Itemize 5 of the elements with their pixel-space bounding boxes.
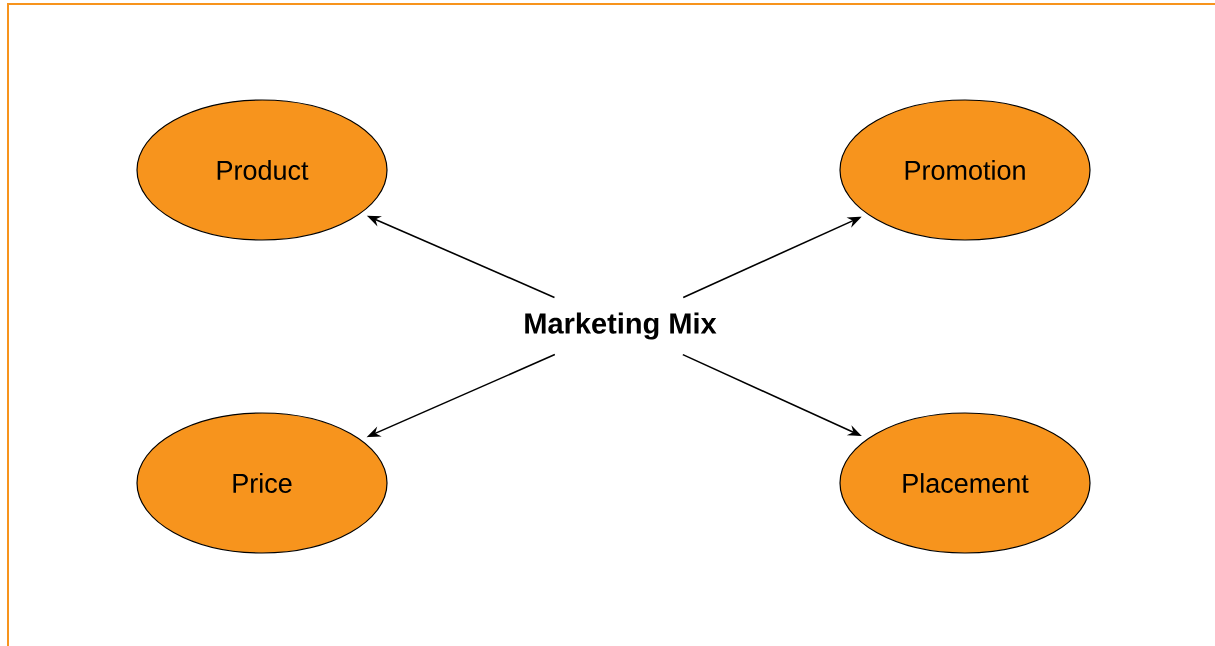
oval-node: Promotion bbox=[839, 99, 1091, 241]
oval-node: Placement bbox=[839, 412, 1091, 554]
center-label: Marketing Mix bbox=[525, 312, 717, 340]
oval-node: Price bbox=[136, 412, 388, 554]
oval-node: Product bbox=[136, 99, 388, 241]
